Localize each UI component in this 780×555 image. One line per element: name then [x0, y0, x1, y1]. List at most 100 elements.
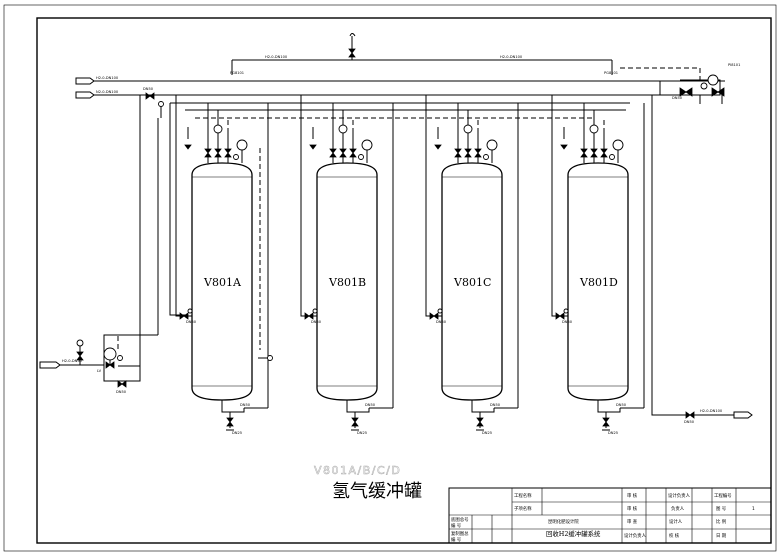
tb-col-check: 审 核	[627, 492, 638, 499]
nozzle-tag: DN50	[490, 403, 501, 407]
pressure-gauge-icon	[236, 139, 248, 151]
gate-valve-icon	[429, 312, 435, 320]
top-headers: H2-0-DN100 N2-0-DN100 H2-0-DN100 H2-0-DN…	[75, 33, 740, 119]
pressure-gauge-icon	[612, 139, 624, 151]
bottom-drain-line	[221, 400, 245, 413]
left-instrument-station: H2-0-DN50 DN50 LV	[39, 334, 158, 394]
nozzle-tag: DN25	[482, 431, 492, 435]
pressure-gauge-icon	[589, 124, 599, 134]
gate-valve-icon	[476, 417, 484, 423]
gate-valve-icon	[339, 152, 347, 158]
tb-project-name: 工程名称	[514, 492, 532, 499]
gate-valve-icon	[590, 148, 598, 154]
line-label-inlet-1: H2-0-DN100	[96, 76, 119, 80]
nozzle-tag: DN50	[311, 320, 322, 324]
sample-point-icon	[437, 308, 443, 314]
outlet-arrow-left	[39, 361, 61, 369]
gate-valve-icon	[590, 152, 598, 158]
nozzle-tag: DN50	[562, 320, 573, 324]
tb-row4-c: 日 期	[716, 533, 727, 539]
outer-border	[3, 4, 777, 552]
right-control-station: DN50	[652, 74, 725, 104]
sample-point-icon	[233, 154, 239, 160]
bottom-drain-line	[346, 400, 370, 413]
nozzle-tag: DN50	[240, 403, 251, 407]
pressure-gauge-icon	[463, 124, 473, 134]
svg-text:PG8101: PG8101	[230, 71, 244, 75]
side-inlet-line	[551, 95, 568, 317]
bottom-drain-line	[471, 400, 495, 413]
svg-text:LV: LV	[97, 369, 102, 373]
pressure-gauge-icon	[213, 124, 223, 134]
gate-valve-icon	[464, 152, 472, 158]
gate-valve-icon	[184, 144, 192, 150]
gate-valve-icon	[602, 417, 610, 423]
nozzle-tag: DN25	[357, 431, 367, 435]
sample-point-icon	[563, 308, 569, 314]
pressure-gauge-icon	[361, 139, 373, 151]
tb-drawing-title: 回收H2缓冲罐系统	[546, 529, 601, 538]
nozzle-tag: DN25	[608, 431, 618, 435]
gate-valve-icon	[555, 312, 561, 320]
inlet-arrow-2	[75, 91, 95, 99]
gate-valve-icon	[183, 312, 189, 320]
line-label-inlet-2: N2-0-DN100	[96, 90, 119, 94]
svg-text:DN50: DN50	[684, 420, 695, 424]
gate-valve-icon	[454, 152, 462, 158]
control-valve-actuator-icon	[103, 347, 117, 361]
tb-col-leader: 负责人	[671, 505, 685, 512]
caption-en: V801A/B/C/D	[314, 464, 401, 477]
sample-point-icon	[358, 154, 364, 160]
gate-valve-icon	[339, 148, 347, 154]
gate-valve-icon	[434, 144, 442, 150]
tb-row1-a: 设计负责人	[668, 492, 691, 499]
gate-valve-icon	[329, 148, 337, 154]
gate-valve-icon	[454, 148, 462, 154]
svg-text:PG8101: PG8101	[604, 71, 618, 75]
vessel-tag: V801B	[328, 276, 366, 289]
tb-row4-a: 设计负责人	[624, 532, 647, 539]
title-block: 工程名称 子项名称 昆明化肥设计院 回收H2缓冲罐系统 审 核 设计负责人 工程…	[448, 487, 772, 544]
inner-border	[36, 17, 772, 544]
tb-row2-b: 图 号	[716, 506, 727, 512]
gate-valve-icon	[464, 148, 472, 154]
nozzle-tag: DN50	[186, 320, 197, 324]
vessel-tag: V801A	[203, 276, 242, 289]
tb-approve-1b: 编 号	[451, 522, 462, 529]
sample-point-icon	[187, 308, 193, 314]
tb-approve-2: 复制图总	[451, 530, 469, 537]
gate-valve-icon	[349, 152, 357, 158]
vessel-tag: V801C	[453, 276, 491, 289]
tb-row3-c: 比 例	[716, 518, 727, 525]
gate-valve-icon	[474, 152, 482, 158]
nozzle-tag: DN50	[436, 320, 447, 324]
gate-valve-icon	[309, 144, 317, 150]
tb-design-unit: 昆明化肥设计院	[548, 518, 579, 525]
svg-text:DN50: DN50	[143, 87, 154, 91]
tb-approve-2b: 编 号	[451, 536, 462, 543]
gate-valve-icon	[580, 152, 588, 158]
line-label-right: H2-0-DN100	[700, 409, 723, 413]
inlet-arrow-1	[75, 77, 95, 85]
bottom-drain-line	[597, 400, 621, 413]
gate-valve-icon	[600, 148, 608, 154]
tb-row3-a: 审 查	[627, 518, 638, 525]
gate-valve-icon	[226, 417, 234, 423]
pressure-gauge-icon	[486, 139, 498, 151]
gate-valve-icon	[224, 152, 232, 158]
gate-valve-icon	[226, 421, 234, 427]
sample-point-icon	[609, 154, 615, 160]
tb-row1-b: 工程编号	[714, 492, 732, 499]
gate-valve-icon	[224, 148, 232, 154]
tb-approve-1: 底图总号	[451, 516, 469, 523]
tb-sheet-no: 1	[752, 506, 755, 512]
tb-sub-project: 子项名称	[514, 505, 532, 512]
nozzle-tag: DN25	[232, 431, 242, 435]
line-label-top-1: H2-0-DN100	[265, 55, 288, 59]
side-inlet-line	[425, 95, 442, 317]
pressure-gauge-icon	[707, 74, 719, 86]
gate-valve-icon	[474, 148, 482, 154]
